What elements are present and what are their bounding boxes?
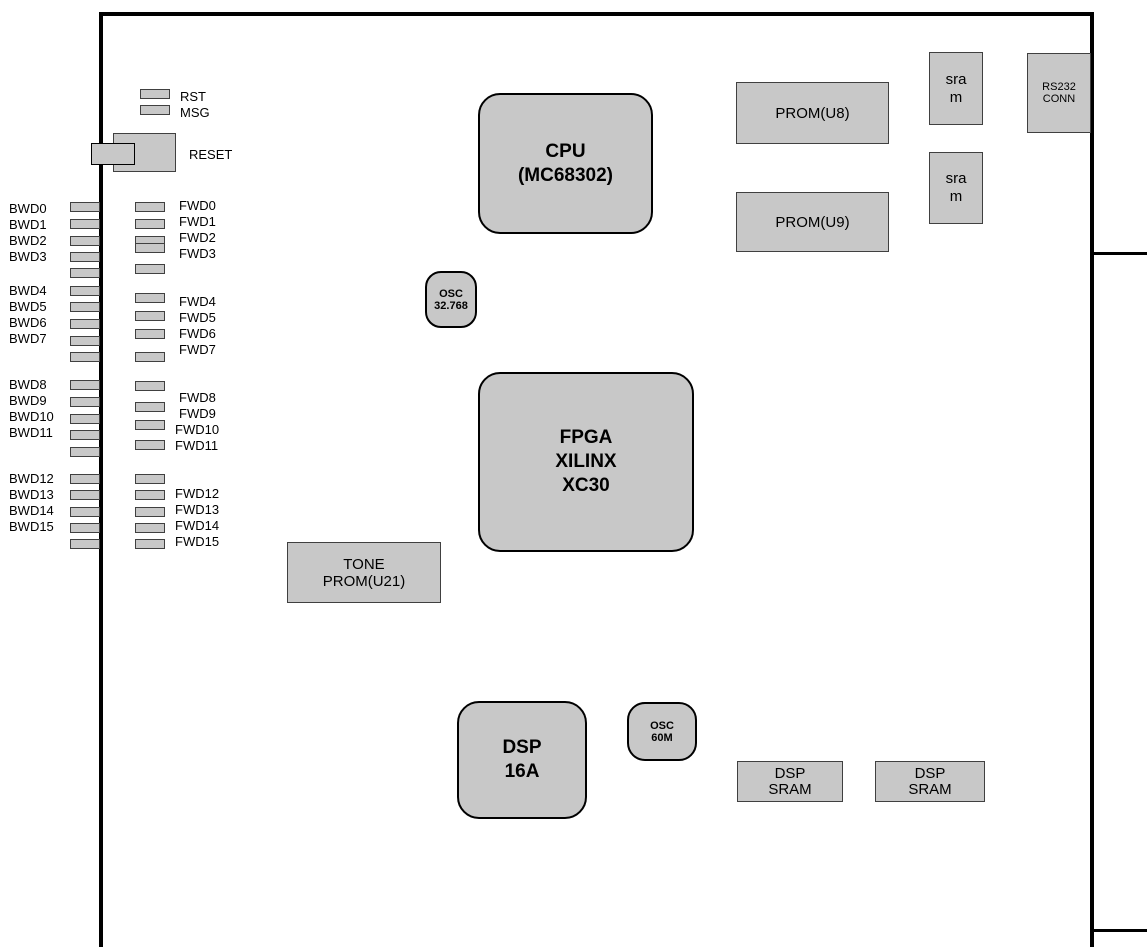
fwd-label: FWD14 [175,518,220,533]
bwd-label: BWD9 [9,393,47,408]
rst-label: RST [180,89,206,104]
sram-chip-2: sra m [929,152,983,224]
fwd-label: FWD8 [179,390,216,405]
bwd-led [70,539,100,549]
fwd-led [135,202,165,212]
bwd-led [70,319,100,329]
reset-label: RESET [189,147,233,162]
osc-32768-chip: OSC 32.768 [425,271,477,328]
bwd-label: BWD8 [9,377,47,392]
cpu-chip: CPU (MC68302) [478,93,653,234]
fwd-led [135,474,165,484]
bwd-led [70,507,100,517]
bwd-led [70,380,100,390]
bwd-label: BWD11 [9,425,53,440]
bwd-led [70,252,100,262]
fwd-led [135,440,165,450]
connector-top-line [1092,252,1147,255]
dsp-sram-2: DSP SRAM [875,761,985,802]
fwd-label: FWD0 [179,198,216,213]
board-left-edge [99,12,103,947]
fwd-label: FWD7 [179,342,216,357]
fwd-led [135,420,165,430]
fwd-label: FWD13 [175,502,220,517]
msg-led [140,105,170,115]
bwd-led [70,336,100,346]
tone-prom-u21: TONE PROM(U21) [287,542,441,603]
dsp-sram-1: DSP SRAM [737,761,843,802]
fwd-led [135,264,165,274]
bwd-label: BWD6 [9,315,47,330]
bwd-label: BWD5 [9,299,47,314]
dsp-chip: DSP 16A [457,701,587,819]
bwd-led [70,490,100,500]
bwd-label: BWD2 [9,233,47,248]
reset-switch-button[interactable] [91,143,135,165]
bwd-led [70,286,100,296]
bwd-led [70,474,100,484]
bwd-label: BWD1 [9,217,47,232]
bwd-label: BWD14 [9,503,54,518]
bwd-led [70,219,100,229]
fwd-led [135,523,165,533]
sram-chip-1: sra m [929,52,983,125]
fwd-led [135,219,165,229]
bwd-label: BWD4 [9,283,47,298]
fwd-led [135,293,165,303]
fwd-label: FWD9 [179,406,216,421]
bwd-label: BWD0 [9,201,47,216]
bwd-led [70,430,100,440]
osc-60m-chip: OSC 60M [627,702,697,761]
fwd-label: FWD5 [179,310,216,325]
fwd-label: FWD11 [175,438,219,453]
bwd-label: BWD7 [9,331,47,346]
bwd-label: BWD3 [9,249,47,264]
bwd-label: BWD13 [9,487,54,502]
fwd-label: FWD4 [179,294,216,309]
fwd-label: FWD3 [179,246,216,261]
fwd-label: FWD15 [175,534,220,549]
bwd-led [70,302,100,312]
bwd-label: BWD15 [9,519,54,534]
fwd-label: FWD1 [179,214,216,229]
fwd-label: FWD12 [175,486,220,501]
fwd-label: FWD2 [179,230,216,245]
rst-led [140,89,170,99]
bwd-led [70,352,100,362]
fwd-label: FWD6 [179,326,216,341]
fwd-led [135,507,165,517]
fwd-led [135,243,165,253]
board-right-edge [1090,12,1094,947]
fwd-led [135,352,165,362]
bwd-led [70,447,100,457]
fwd-led [135,539,165,549]
prom-u9: PROM(U9) [736,192,889,252]
fpga-chip: FPGA XILINX XC30 [478,372,694,552]
bwd-label: BWD10 [9,409,54,424]
bwd-led [70,268,100,278]
fwd-led [135,311,165,321]
fwd-led [135,402,165,412]
connector-bottom-line [1092,929,1147,932]
rs232-connector: RS232 CONN [1027,53,1091,133]
bwd-label: BWD12 [9,471,54,486]
bwd-led [70,414,100,424]
board-top-edge [100,12,1094,16]
fwd-led [135,490,165,500]
bwd-led [70,202,100,212]
fwd-label: FWD10 [175,422,220,437]
bwd-led [70,523,100,533]
prom-u8: PROM(U8) [736,82,889,144]
fwd-led [135,381,165,391]
bwd-led [70,397,100,407]
fwd-led [135,329,165,339]
msg-label: MSG [180,105,210,120]
bwd-led [70,236,100,246]
